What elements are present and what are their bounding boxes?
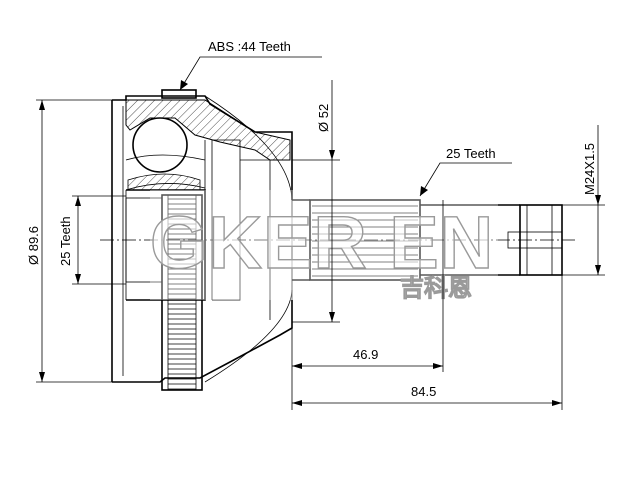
abs-tone-ring <box>161 194 203 391</box>
dim-outer-diameter: Ø 89.6 <box>26 99 112 383</box>
abs-ring-top <box>161 89 197 99</box>
length-total-label: 84.5 <box>411 384 436 399</box>
dim-inner-spline: 25 Teeth <box>58 195 126 285</box>
dim-length-total: 84.5 <box>292 275 563 410</box>
seal-diameter-label: Ø 52 <box>316 104 331 132</box>
length-short-label: 46.9 <box>353 347 378 362</box>
outer-spline-leader: 25 Teeth <box>419 146 512 197</box>
dim-length-short: 46.9 <box>291 200 444 410</box>
housing-section-hatch <box>125 99 291 161</box>
watermark: GKER EN 吉科恩 <box>149 190 498 302</box>
cage <box>204 139 271 320</box>
thread-label: M24X1.5 <box>582 143 597 195</box>
dim-seal-diameter: Ø 52 <box>292 80 340 323</box>
inner-spline-label: 25 Teeth <box>58 216 73 266</box>
outer-spline-shaft <box>309 199 520 281</box>
inner-race <box>125 117 206 301</box>
outer-spline-label: 25 Teeth <box>446 146 496 161</box>
watermark-chinese: 吉科恩 <box>400 275 472 302</box>
abs-leader: ABS :44 Teeth <box>179 39 322 91</box>
watermark-brand: GKER EN <box>150 201 494 284</box>
dim-thread: M24X1.5 <box>562 125 605 276</box>
outer-diameter-label: Ø 89.6 <box>26 226 41 265</box>
abs-teeth-label: ABS :44 Teeth <box>208 39 291 54</box>
